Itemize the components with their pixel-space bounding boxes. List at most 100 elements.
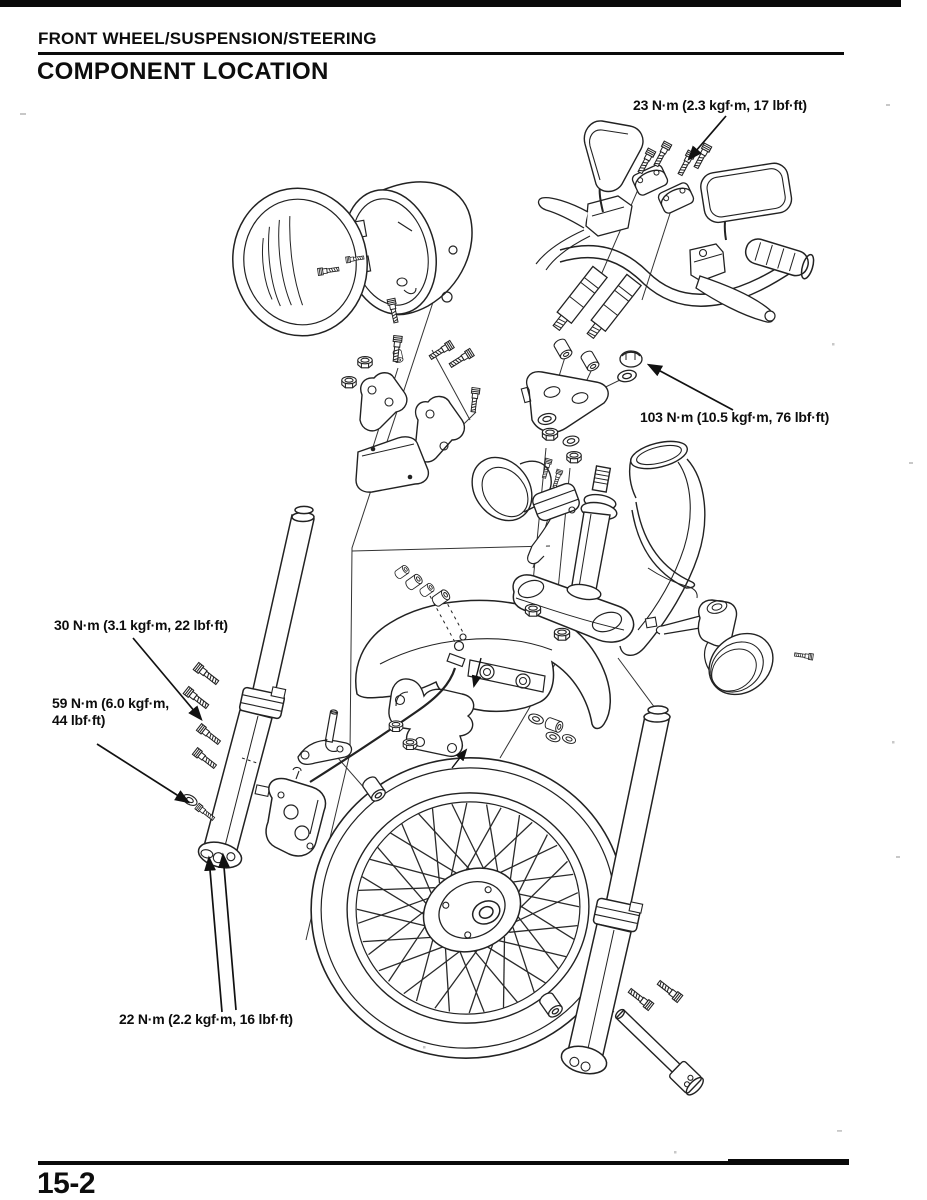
spoke bbox=[508, 814, 521, 888]
header-rule bbox=[38, 52, 844, 55]
fender-washer bbox=[526, 711, 546, 727]
steering-stem bbox=[566, 465, 618, 601]
right-turn-signal bbox=[644, 567, 774, 696]
spoke bbox=[502, 936, 506, 1008]
holder-bolt bbox=[651, 140, 673, 169]
spoke bbox=[418, 813, 473, 873]
riser-bushing bbox=[552, 336, 574, 362]
fender-bracket bbox=[388, 678, 475, 758]
stem-washer bbox=[616, 368, 638, 384]
spoke bbox=[415, 932, 436, 1002]
page-number: 15-2 bbox=[37, 1167, 96, 1200]
handlebar-riser bbox=[552, 265, 609, 332]
spoke bbox=[368, 909, 427, 956]
headlight-brackets bbox=[355, 372, 466, 493]
torque-callout-fork-pinch-bolts: 59 N·m (6.0 kgf·m, 44 lbf·ft) bbox=[52, 695, 169, 729]
chapter-header: FRONT WHEEL/SUSPENSION/STEERING bbox=[38, 29, 377, 48]
brake-hose bbox=[309, 633, 467, 783]
spoke bbox=[451, 803, 487, 875]
spoke bbox=[478, 821, 533, 873]
spoke bbox=[512, 927, 535, 993]
axle-pinch-bolt bbox=[626, 986, 655, 1012]
fender-bracket-nut bbox=[388, 720, 404, 733]
spoke bbox=[517, 860, 568, 911]
fork-bridge-bolt bbox=[195, 723, 223, 747]
spoke bbox=[468, 943, 494, 1014]
spoke bbox=[369, 858, 446, 880]
spoke bbox=[516, 915, 560, 970]
spoke bbox=[498, 940, 567, 958]
fender-bracket-nut bbox=[402, 738, 418, 751]
torque-callout-fork-bridge-bolts: 30 N·m (3.1 kgf·m, 22 lbf·ft) bbox=[54, 617, 228, 633]
spoke bbox=[515, 834, 548, 899]
fender-washer bbox=[560, 732, 578, 746]
left-turn-signal bbox=[471, 456, 580, 565]
spoke bbox=[515, 892, 579, 923]
fender-collar bbox=[543, 716, 565, 734]
fork-bridge-bolt bbox=[182, 685, 211, 711]
spoke bbox=[504, 873, 574, 884]
bracket-nut bbox=[357, 356, 373, 369]
spoke bbox=[517, 903, 575, 940]
left-switch-housing bbox=[585, 195, 633, 237]
torque-callout-fork-socket-bolts: 22 N·m (2.2 kgf·m, 16 lbf·ft) bbox=[119, 1011, 293, 1027]
holder-bolt bbox=[691, 142, 713, 171]
bottom-triple-clamp bbox=[512, 574, 635, 643]
brake-master-cylinder bbox=[689, 243, 726, 282]
headlight-lens bbox=[232, 187, 372, 337]
bracket-bolt bbox=[447, 347, 475, 370]
spoke bbox=[378, 943, 452, 972]
front-fender bbox=[355, 591, 611, 730]
spoke bbox=[471, 947, 518, 1003]
right-grip bbox=[744, 238, 815, 280]
bracket-nut bbox=[341, 376, 357, 389]
spoke bbox=[512, 892, 580, 908]
bridge-nut-b bbox=[566, 451, 582, 464]
brake-caliper bbox=[265, 709, 353, 857]
fender-collar bbox=[393, 563, 411, 581]
spoke bbox=[450, 802, 468, 877]
front-wheel bbox=[310, 757, 626, 1059]
spoke bbox=[390, 832, 459, 875]
spoke bbox=[444, 940, 451, 1012]
spoke bbox=[377, 846, 428, 905]
axle-pinch-bolt bbox=[655, 978, 684, 1004]
spoke bbox=[492, 844, 558, 877]
headlight-shell bbox=[343, 181, 473, 316]
wheel-spokes bbox=[356, 802, 580, 1014]
brake-lever bbox=[695, 275, 776, 323]
spoke bbox=[401, 823, 432, 893]
left-mirror bbox=[583, 120, 644, 213]
spoke bbox=[464, 807, 502, 873]
handlebar-riser bbox=[586, 273, 643, 340]
spoke bbox=[356, 908, 432, 928]
spoke bbox=[431, 808, 441, 884]
spoke bbox=[434, 947, 480, 1009]
front-axle bbox=[614, 1008, 704, 1096]
left-fork-leg bbox=[197, 505, 315, 869]
right-mirror bbox=[700, 162, 793, 241]
bridge-washer-b bbox=[561, 434, 581, 448]
spoke bbox=[509, 924, 578, 933]
spoke bbox=[362, 936, 440, 943]
handlebar-assembly bbox=[535, 195, 815, 340]
right-signal-bolt bbox=[793, 650, 814, 661]
bridge-nut-a bbox=[541, 427, 559, 441]
lower-bridge-nut-a bbox=[524, 603, 542, 617]
spoke bbox=[485, 945, 546, 984]
top-black-bar bbox=[0, 0, 901, 7]
control-cables bbox=[535, 229, 591, 271]
clutch-lever bbox=[537, 196, 589, 229]
riser-bushing bbox=[579, 348, 601, 374]
spoke bbox=[361, 876, 427, 917]
spoke bbox=[485, 804, 500, 880]
spoke bbox=[357, 897, 429, 924]
callout-arrows bbox=[96, 115, 734, 1013]
torque-callout-handlebar-holder-bolts: 23 N·m (2.3 kgf·m, 17 lbf·ft) bbox=[633, 97, 807, 113]
spoke bbox=[358, 887, 435, 892]
fender-collar bbox=[418, 581, 436, 599]
lower-bridge-nut-b bbox=[553, 627, 571, 641]
scan-artifacts bbox=[20, 104, 913, 1154]
right-fork-leg bbox=[560, 705, 671, 1075]
